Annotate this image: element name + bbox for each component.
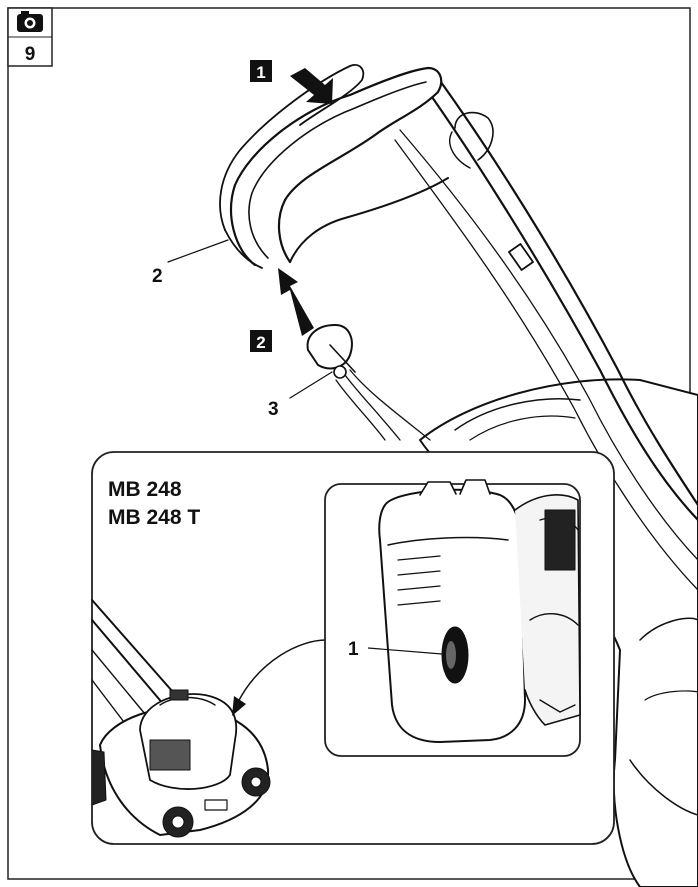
pointer-arrow [237, 639, 327, 703]
handle-bar [230, 66, 443, 267]
arrow-step-1 [290, 68, 333, 104]
callout-handle-bar: 2 [152, 266, 163, 287]
arrow-step-2 [278, 268, 314, 336]
inset-panel: MB 248 MB 248 T [91, 451, 615, 845]
svg-text:2: 2 [256, 333, 265, 352]
leader-line-1 [367, 647, 443, 655]
model-label-mb248t: MB 248 T [108, 506, 200, 529]
callout-inset-part: 1 [348, 639, 359, 660]
callout-cable-grip: 3 [268, 399, 279, 420]
camera-icon [17, 11, 43, 32]
detail-box: 1 [324, 479, 581, 757]
leader-line-3 [289, 371, 333, 399]
svg-text:1: 1 [256, 63, 265, 82]
small-mower-drawing [91, 599, 271, 838]
step-badge-2: 2 [250, 330, 272, 352]
step-badge-1: 1 [250, 60, 272, 82]
leader-line-2 [167, 239, 229, 263]
figure-number-box: 9 [7, 7, 53, 67]
cable-grip [306, 324, 431, 441]
model-label-mb248: MB 248 [108, 478, 182, 501]
figure-number: 9 [25, 44, 36, 65]
control-bar [219, 64, 365, 231]
